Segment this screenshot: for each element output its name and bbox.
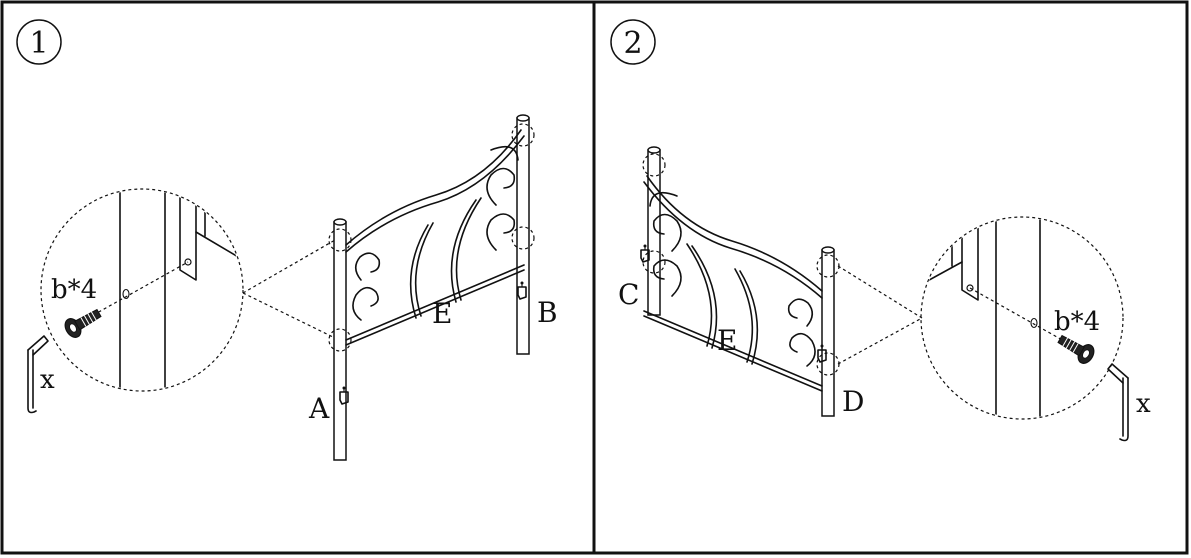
detail-magnifier [40, 188, 244, 392]
part-label-e: E [432, 297, 452, 330]
allen-key-icon [1107, 363, 1129, 442]
tool-label: x [1136, 389, 1151, 419]
hardware-label: b*4 [1054, 307, 1100, 337]
part-label-c: C [618, 278, 639, 311]
step-2-frame [592, 0, 1189, 555]
part-label-b: B [537, 296, 558, 329]
detail-magnifier [920, 216, 1124, 420]
bolt-icon [61, 303, 105, 341]
part-label-d: D [842, 385, 864, 418]
step-number-circle: 2 [610, 19, 656, 65]
hardware-label: b*4 [51, 275, 97, 305]
leg-a [333, 218, 349, 461]
headboard-panel-e [643, 175, 823, 392]
step-number: 1 [29, 26, 48, 61]
step-number: 2 [623, 26, 642, 61]
tool-label: x [40, 365, 55, 395]
step-2: 2 [610, 19, 1151, 442]
step-number-circle: 1 [16, 19, 62, 65]
step-1: 1 b*4 x [16, 19, 558, 461]
part-label-e: E [717, 324, 737, 357]
leg-b [516, 114, 530, 355]
part-label-a: A [308, 392, 330, 425]
